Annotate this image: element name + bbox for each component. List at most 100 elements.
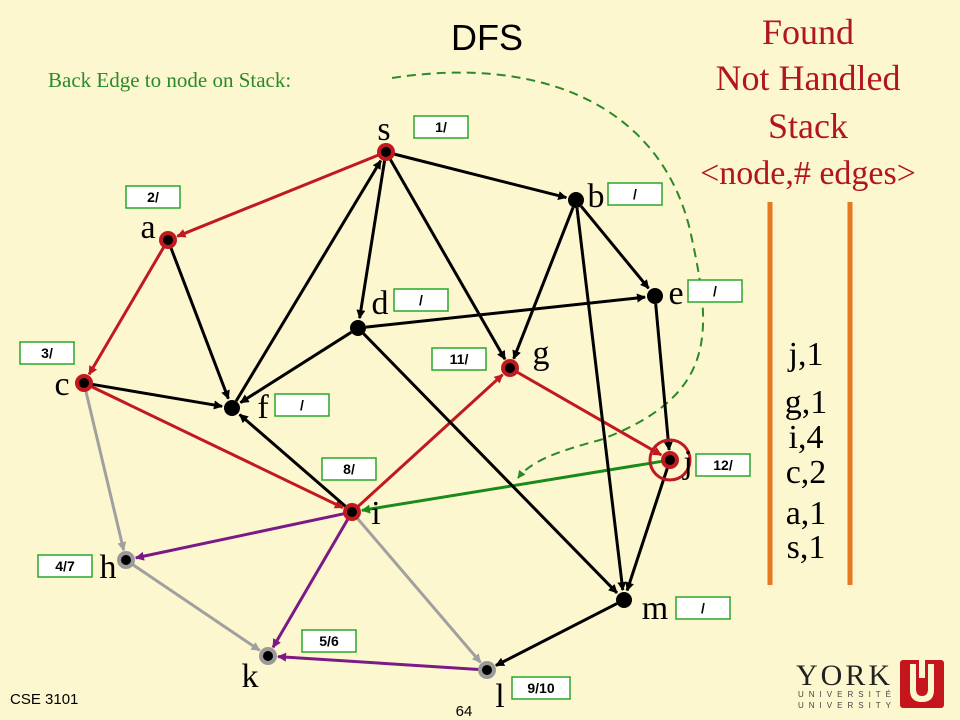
node-d (350, 320, 366, 336)
time-box-e: / (687, 279, 743, 303)
back-edge-note: Back Edge to node on Stack: (48, 68, 291, 92)
edge-a-f (169, 246, 230, 400)
time-box-f: / (274, 393, 330, 417)
time-text-k: 5/6 (319, 633, 339, 649)
edge-s-a (176, 153, 380, 238)
edge-i-f (238, 413, 347, 508)
time-text-d: / (419, 292, 423, 308)
edge-i-l (356, 517, 482, 664)
node-label-a: a (140, 209, 155, 246)
logo-mark-u (910, 664, 934, 702)
time-box-g: 11/ (431, 347, 487, 371)
node-label-h: h (100, 549, 117, 586)
time-box-d: / (393, 288, 449, 312)
time-box-h: 4/7 (37, 554, 93, 578)
node-label-f: f (257, 389, 269, 426)
graph-edges (84, 152, 673, 671)
node-k (259, 647, 277, 665)
legend-not-handled: Not Handled (716, 58, 901, 98)
edge-d-m (362, 332, 619, 594)
logo-line-1: UNIVERSITÉ (798, 690, 896, 699)
node-l (478, 661, 496, 679)
legend-found: Found (762, 12, 854, 52)
edge-m-l (495, 602, 618, 667)
time-box-j: 12/ (695, 453, 751, 477)
time-box-m: / (675, 596, 731, 620)
edge-c-i (90, 385, 344, 510)
logo-mark-bar (919, 660, 925, 678)
edge-c-f (91, 382, 223, 410)
time-text-b: / (633, 186, 637, 202)
time-text-f: / (300, 397, 304, 413)
time-text-j: 12/ (713, 457, 733, 473)
node-label-k: k (242, 658, 259, 695)
time-text-h: 4/7 (55, 558, 75, 574)
time-box-a: 2/ (125, 185, 181, 209)
node-j (648, 438, 692, 482)
edge-i-k (271, 518, 350, 649)
time-text-g: 11/ (450, 351, 469, 367)
logo-word: YORK (796, 659, 893, 692)
edge-b-m (575, 207, 627, 591)
edge-c-h (84, 390, 127, 552)
footer-course: CSE 3101 (10, 691, 78, 708)
node-b (568, 192, 584, 208)
time-text-s: 1/ (435, 119, 447, 135)
time-text-m: / (701, 600, 705, 616)
edge-s-d (356, 159, 387, 319)
graph-nodes (75, 143, 692, 679)
node-g (501, 359, 519, 377)
edge-b-g (512, 206, 575, 360)
stack-entry: i,4 (789, 419, 824, 456)
node-h (117, 551, 135, 569)
time-text-i: 8/ (343, 461, 355, 477)
node-i (343, 503, 361, 521)
edge-a-c (87, 246, 166, 376)
edge-l-k (277, 652, 480, 671)
edge-d-e (365, 293, 646, 329)
node-m (616, 592, 632, 608)
time-box-c: 3/ (19, 341, 75, 365)
stack-entry: s,1 (787, 529, 826, 566)
legend-node-edges: <node,# edges> (700, 155, 916, 192)
edge-f-s (234, 159, 383, 402)
legend-stack: Stack (768, 106, 848, 146)
node-label-j: j (682, 444, 692, 481)
stack-entry: g,1 (785, 384, 828, 421)
edge-b-e (579, 205, 650, 290)
time-box-k: 5/6 (301, 629, 357, 653)
edge-j-m (625, 467, 669, 592)
time-box-l: 9/10 (511, 676, 571, 700)
node-label-m: m (642, 590, 668, 627)
logo-line-2: UNIVERSITY (798, 701, 896, 710)
stack-entry: a,1 (786, 495, 827, 532)
node-a (159, 231, 177, 249)
time-text-c: 3/ (41, 345, 53, 361)
node-c (75, 374, 93, 392)
stack-entry: j,1 (788, 336, 824, 373)
page-number: 64 (456, 703, 473, 720)
node-label-b: b (588, 178, 605, 215)
node-label-e: e (668, 275, 683, 312)
time-text-l: 9/10 (527, 680, 554, 696)
edge-s-g (388, 158, 507, 361)
edge-s-b (393, 152, 568, 200)
time-box-b: / (607, 182, 663, 206)
time-box-i: 8/ (321, 457, 377, 481)
edge-g-j (516, 370, 663, 457)
edge-h-k (131, 563, 261, 652)
slide-title: DFS (451, 17, 523, 58)
stack-entry: c,2 (786, 454, 827, 491)
time-box-s: 1/ (413, 115, 469, 139)
node-s (377, 143, 395, 161)
edge-e-j (654, 303, 673, 451)
node-label-c: c (54, 366, 69, 403)
time-text-e: / (713, 283, 717, 299)
legend: Found Not Handled Stack <node,# edges> (700, 12, 916, 192)
york-university-logo: YORK UNIVERSITÉ UNIVERSITY (796, 659, 944, 710)
node-label-g: g (533, 335, 550, 372)
node-label-d: d (372, 285, 389, 322)
node-label-l: l (495, 678, 504, 715)
node-e (647, 288, 663, 304)
